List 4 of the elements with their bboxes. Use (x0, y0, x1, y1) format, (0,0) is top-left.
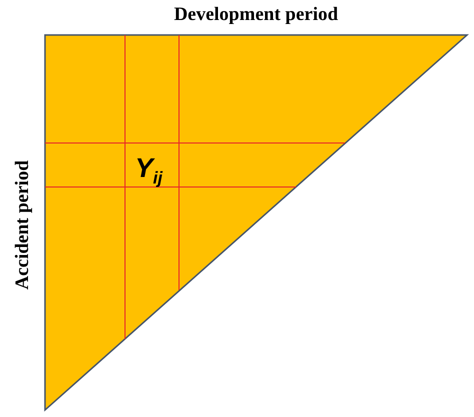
triangle-grid (44, 34, 469, 412)
axis-label: Accident period (12, 160, 34, 290)
axis-label: Development period (172, 4, 340, 26)
cell-label: Y$_{ij}$ (135, 153, 162, 188)
